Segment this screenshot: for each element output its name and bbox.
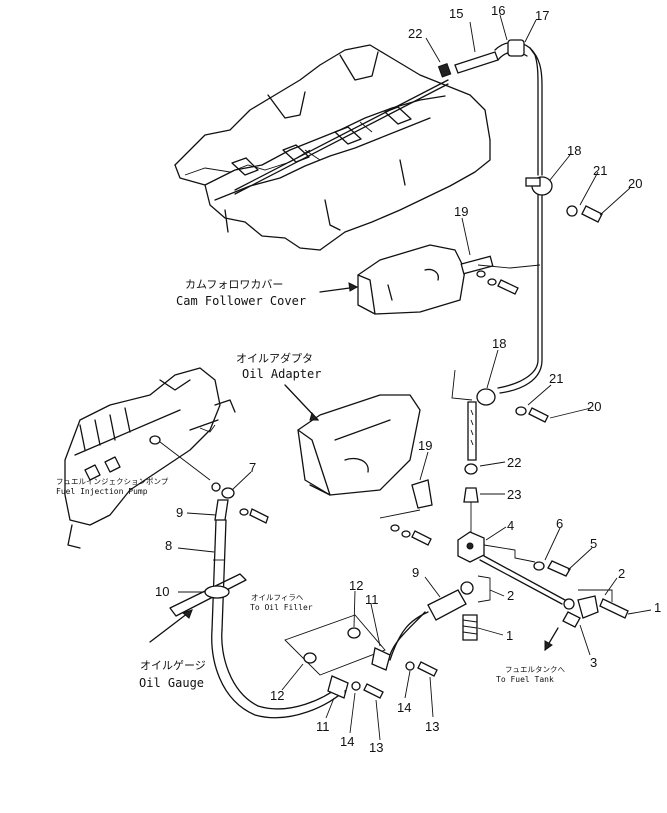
callout-2b: 2 (507, 588, 514, 603)
fuel-injection-pump-part (64, 367, 269, 549)
callout-22b: 22 (507, 455, 521, 470)
callout-15: 15 (449, 6, 463, 21)
callout-21: 21 (593, 163, 607, 178)
callout-4: 4 (507, 518, 514, 533)
callout-5: 5 (590, 536, 597, 551)
callout-11: 11 (365, 592, 379, 607)
callout-19b: 19 (418, 438, 432, 453)
callout-9b: 9 (176, 505, 183, 520)
callout-20b: 20 (587, 399, 601, 414)
callout-18b: 18 (492, 336, 506, 351)
middle-clamp-pipe (379, 369, 549, 546)
callout-10: 10 (155, 584, 169, 599)
callout-13b: 13 (425, 719, 439, 734)
upper-pipe-assembly (437, 39, 543, 176)
callout-7: 7 (249, 460, 256, 475)
oil-gauge-jp: オイルゲージ (140, 659, 206, 672)
upper-clamp (497, 176, 603, 394)
callout-22: 22 (408, 26, 422, 41)
cam-follower-cover-jp: カムフォロワカバー (185, 278, 283, 291)
callout-1b: 1 (506, 628, 513, 643)
to-fuel-tank-en: To Fuel Tank (496, 675, 554, 684)
callout-11b: 11 (316, 719, 330, 734)
callout-numbers: 15 16 17 22 18 21 20 19 18 21 20 22 23 1… (155, 3, 661, 755)
to-fuel-tank-jp: フュエルタンクへ (505, 665, 565, 674)
callout-14: 14 (340, 734, 354, 749)
lower-fitting (389, 575, 491, 661)
callout-6: 6 (556, 516, 563, 531)
callout-21b: 21 (549, 371, 563, 386)
oil-adapter-en: Oil Adapter (242, 367, 321, 381)
to-oil-filler-en: To Oil Filler (250, 603, 313, 612)
fuel-injection-pump-en: Fuel Injection Pump (56, 487, 148, 496)
callout-12: 12 (349, 578, 363, 593)
callout-23: 23 (507, 487, 521, 502)
callout-3: 3 (590, 655, 597, 670)
callout-1: 1 (654, 600, 661, 615)
callout-9: 9 (412, 565, 419, 580)
callout-14b: 14 (397, 700, 411, 715)
oil-gauge-tube (149, 499, 346, 719)
callout-16: 16 (491, 3, 505, 18)
engine-head (174, 44, 491, 251)
leader-lines (177, 14, 652, 741)
cam-follower-cover-en: Cam Follower Cover (176, 294, 306, 308)
oil-adapter-jp: オイルアダプタ (236, 351, 313, 365)
callout-20: 20 (628, 176, 642, 191)
oil-filler-line (284, 611, 438, 699)
cam-follower-cover-part (319, 244, 541, 315)
callout-2: 2 (618, 566, 625, 581)
callout-12b: 12 (270, 688, 284, 703)
to-oil-filler-jp: オイルフィラヘ (251, 593, 304, 602)
callout-13: 13 (369, 740, 383, 755)
component-labels: カムフォロワカバー Cam Follower Cover オイルアダプタ Oil… (56, 278, 565, 690)
fuel-injection-pump-jp: フュエルインジェクションポンプ (56, 477, 169, 486)
callout-19: 19 (454, 204, 468, 219)
oil-gauge-en: Oil Gauge (139, 676, 204, 690)
callout-17: 17 (535, 8, 549, 23)
callout-8: 8 (165, 538, 172, 553)
connector-block (457, 531, 629, 651)
oil-adapter-part (284, 384, 421, 496)
callout-18: 18 (567, 143, 581, 158)
